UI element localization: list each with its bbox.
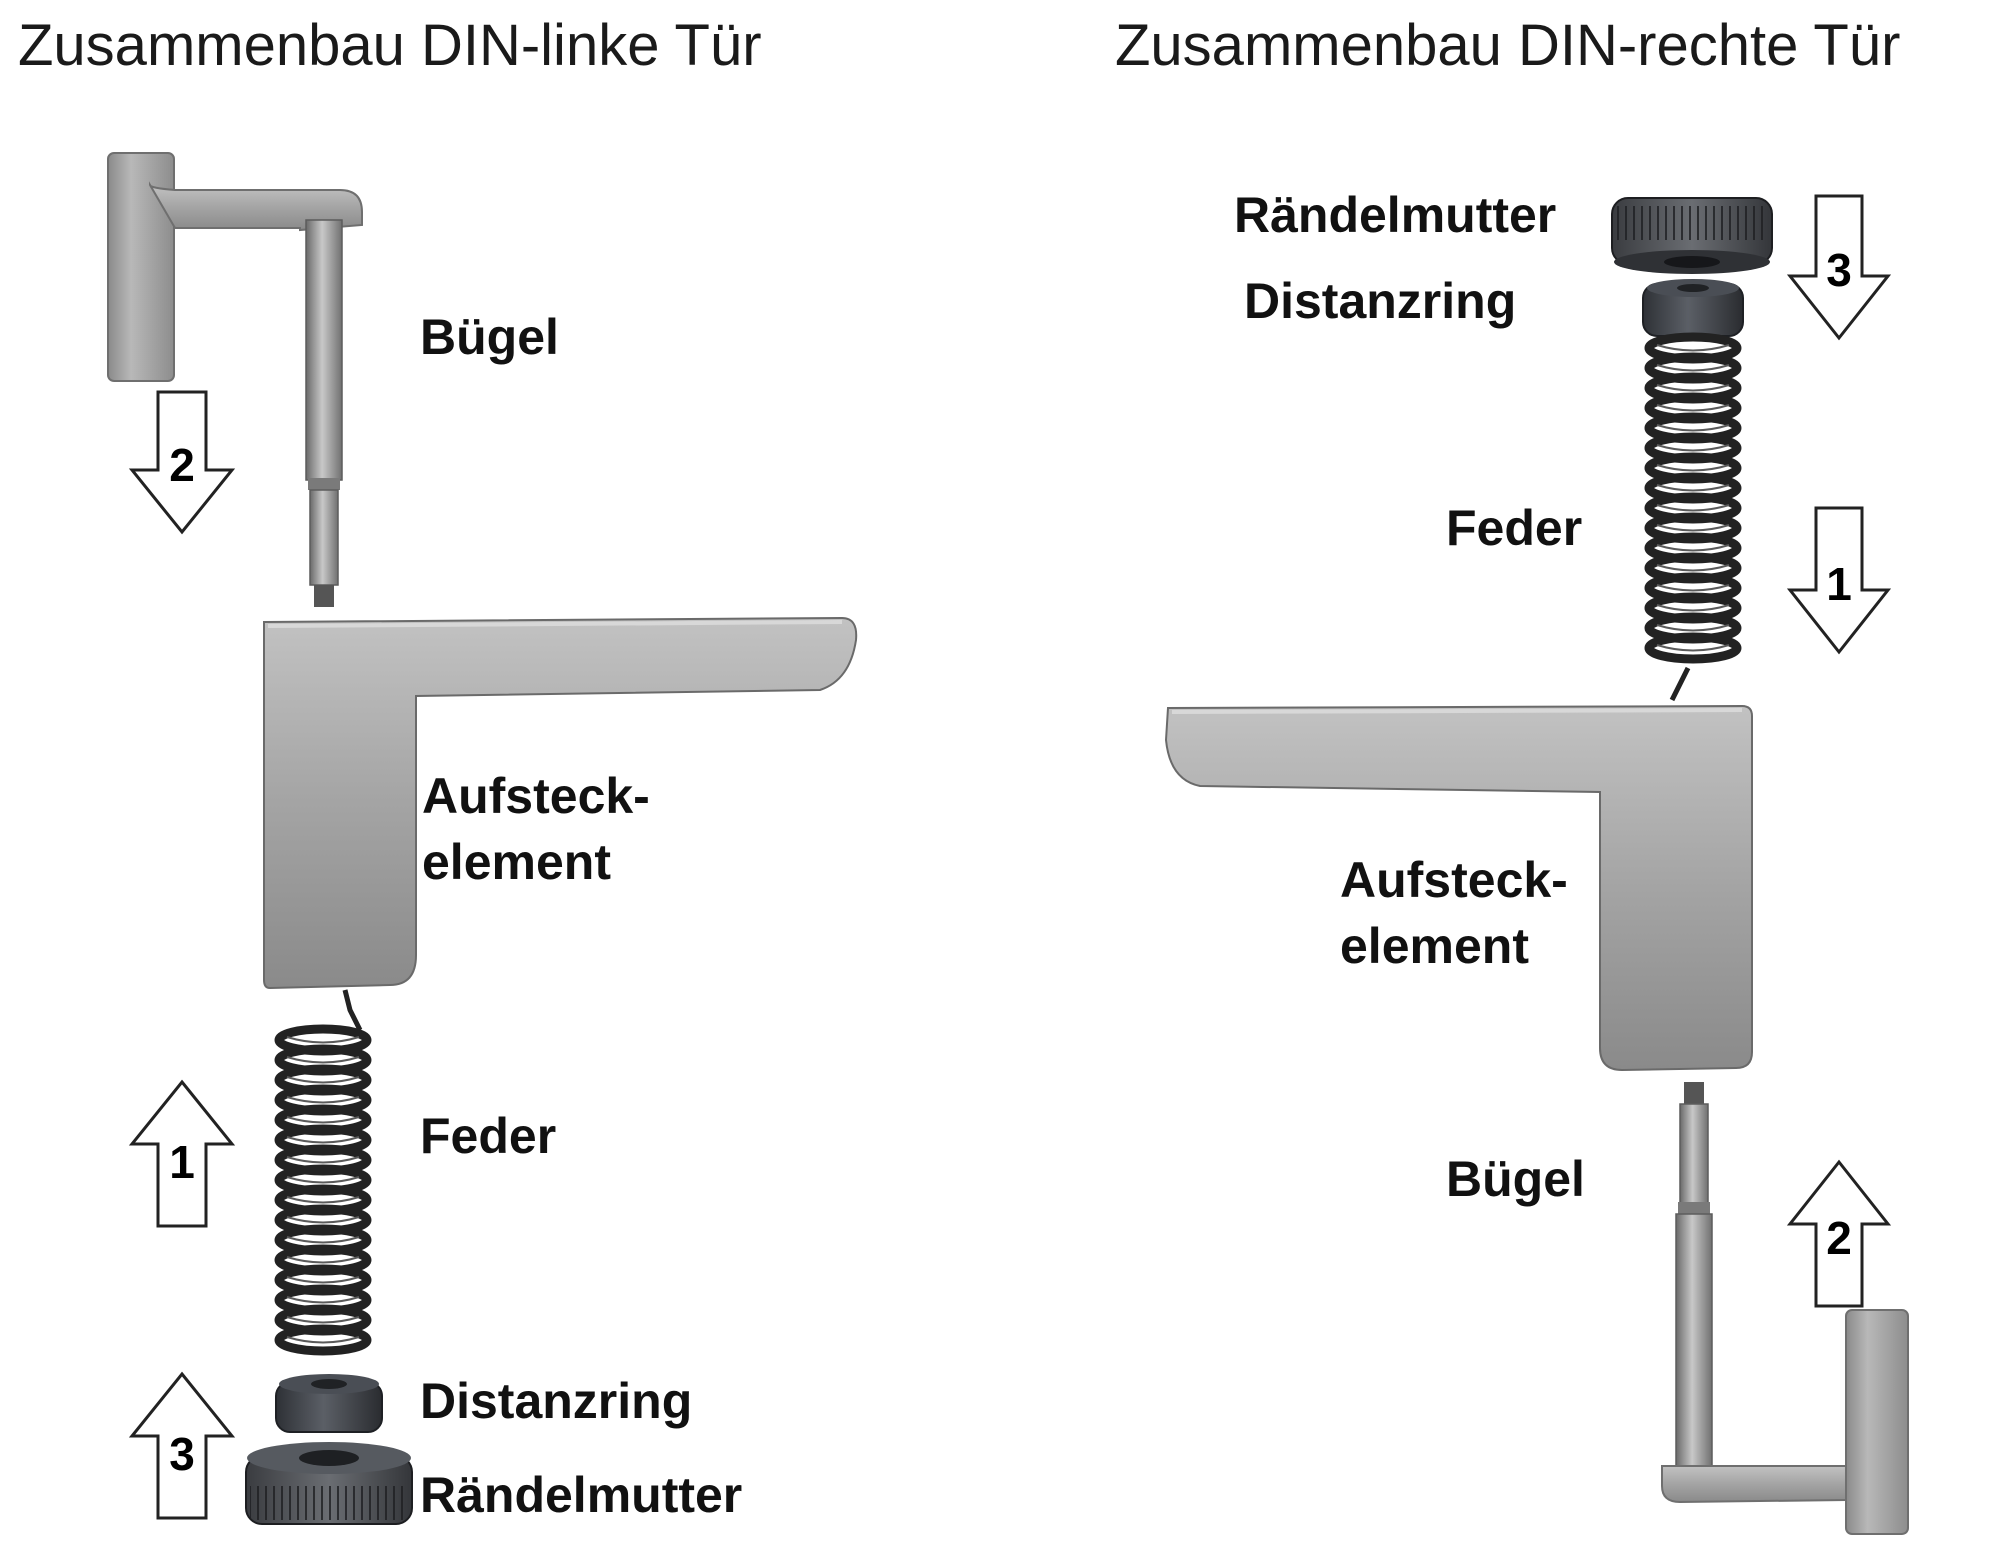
spring-coil-highlight [1656, 444, 1730, 452]
left-feder-part [342, 989, 363, 1032]
arrow-left-2-down: 2 [128, 390, 236, 535]
spring-coil-highlight [286, 1316, 360, 1324]
spring-coil-highlight [286, 1236, 360, 1244]
spring-coil-highlight [1656, 344, 1730, 352]
arrow-right-3-number: 3 [1826, 244, 1852, 296]
spring-coil-highlight [1656, 604, 1730, 612]
spring-coil-highlight [1656, 404, 1730, 412]
spring-coil-highlight [1656, 564, 1730, 572]
right-feder-tail [1669, 666, 1691, 702]
left-distanzring-part [275, 1374, 383, 1433]
arrow-right-1-down: 1 [1786, 506, 1892, 655]
arrow-left-3-up: 3 [128, 1371, 236, 1520]
right-aufsteckelement-part [1164, 704, 1753, 1072]
arrow-right-2-up: 2 [1786, 1159, 1892, 1308]
left-buegel-part [107, 152, 363, 607]
spring-coil-highlight [286, 1196, 360, 1204]
spring-coil-highlight [286, 1056, 360, 1064]
spring-coil-highlight [1656, 384, 1730, 392]
left-label-aufsteck-1: Aufsteck- [422, 768, 650, 824]
spring-coil-highlight [1656, 584, 1730, 592]
spring-coil-highlight [1656, 524, 1730, 532]
spring-coil-highlight [286, 1256, 360, 1264]
spring-coil-highlight [286, 1276, 360, 1284]
title-left-door: Zusammenbau DIN-linke Tür [18, 13, 762, 78]
arrow-left-1-number: 1 [169, 1136, 195, 1188]
right-label-feder: Feder [1446, 500, 1583, 556]
spring-coil-highlight [286, 1156, 360, 1164]
spring-coil [1644, 632, 1742, 664]
arrow-right-1-number: 1 [1826, 558, 1852, 610]
right-raendelmutter-part [1611, 197, 1773, 274]
spring-coil-highlight [1656, 624, 1730, 632]
spring-coil-highlight [1656, 504, 1730, 512]
right-label-aufsteck-1: Aufsteck- [1340, 852, 1568, 908]
spring-coil-highlight [286, 1216, 360, 1224]
arrow-left-1-up: 1 [128, 1079, 236, 1228]
right-distanzring-part [1642, 279, 1744, 337]
spring-coil-highlight [1656, 464, 1730, 472]
right-label-distanzring: Distanzring [1244, 273, 1517, 329]
spring-coil-highlight [1656, 544, 1730, 552]
left-label-feder: Feder [420, 1108, 557, 1164]
left-label-raendelmutter: Rändelmutter [420, 1467, 743, 1523]
left-label-buegel: Bügel [420, 309, 559, 365]
spring-coil-highlight [286, 1096, 360, 1104]
spring-coil-highlight [286, 1176, 360, 1184]
left-spring-coils [274, 1024, 372, 1356]
left-label-distanzring: Distanzring [420, 1373, 693, 1429]
spring-coil [274, 1324, 372, 1356]
spring-coil-highlight [1656, 364, 1730, 372]
spring-coil-highlight [286, 1076, 360, 1084]
right-label-aufsteck-2: element [1340, 918, 1529, 974]
spring-coil-highlight [286, 1116, 360, 1124]
right-buegel-part [1661, 1082, 1909, 1535]
spring-coil-highlight [286, 1336, 360, 1344]
spring-coil-highlight [286, 1296, 360, 1304]
title-right-door: Zusammenbau DIN-rechte Tür [1115, 13, 1901, 78]
right-spring-coils [1644, 332, 1742, 664]
left-aufsteckelement-part [263, 616, 858, 990]
arrow-right-3-down: 3 [1786, 194, 1892, 341]
arrow-left-3-number: 3 [169, 1428, 195, 1480]
arrow-right-2-number: 2 [1826, 1212, 1852, 1264]
right-label-raendelmutter: Rändelmutter [1234, 187, 1557, 243]
left-raendelmutter-part [245, 1442, 413, 1525]
spring-coil-highlight [286, 1136, 360, 1144]
spring-coil-highlight [1656, 424, 1730, 432]
spring-coil-highlight [1656, 644, 1730, 652]
right-label-buegel: Bügel [1446, 1151, 1585, 1207]
spring-coil-highlight [1656, 484, 1730, 492]
arrow-left-2-number: 2 [169, 439, 195, 491]
spring-coil-highlight [286, 1036, 360, 1044]
left-label-aufsteck-2: element [422, 834, 611, 890]
